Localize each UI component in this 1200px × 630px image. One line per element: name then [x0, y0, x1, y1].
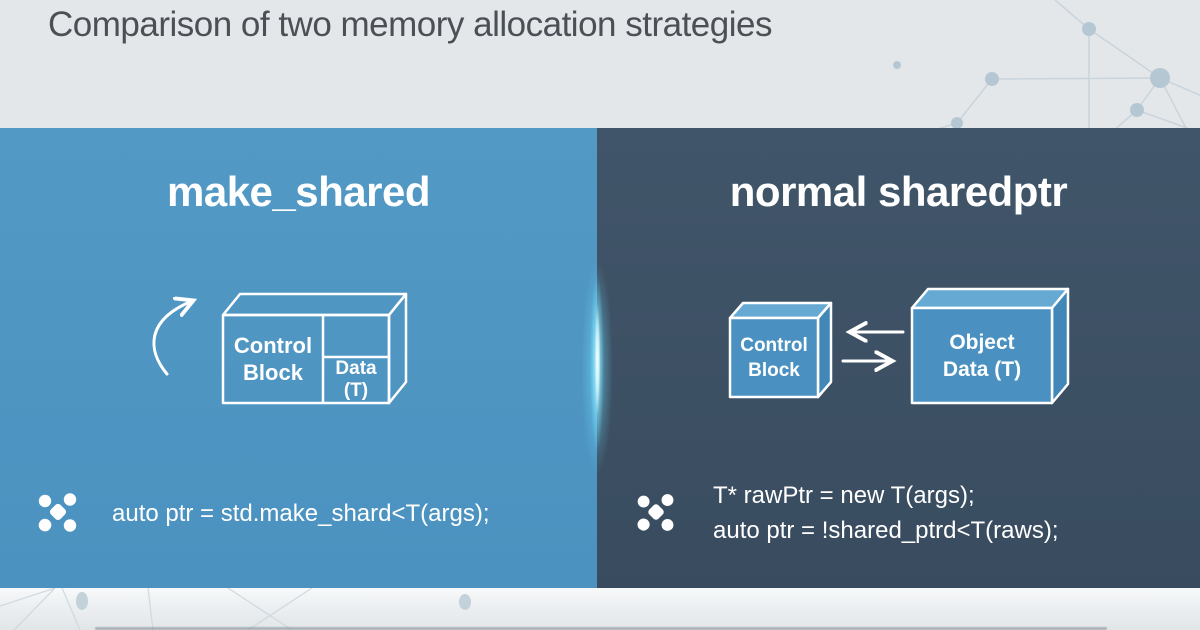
cuboid-top-face	[221, 292, 408, 317]
dots-cluster-icon	[637, 494, 674, 531]
single-block-diagram	[152, 292, 408, 405]
object-box-right-face	[1050, 287, 1070, 405]
make-shared-code-row: auto ptr = std.make_shard<T(args);	[36, 491, 490, 535]
control-cube-right-face	[816, 301, 833, 399]
control-cube-front-face	[728, 316, 820, 399]
header: Comparison of two memory allocation stra…	[0, 0, 1200, 128]
curved-arrow	[152, 301, 192, 376]
sharedptr-code-row: T* rawPtr = new T(args); auto ptr = !sha…	[635, 474, 1059, 552]
cuboid-front-face	[221, 313, 391, 405]
object-box-top-face	[910, 287, 1070, 310]
bottom-strip	[0, 588, 1200, 630]
sharedptr-code-line1: T* rawPtr = new T(args);	[713, 482, 975, 509]
normal-sharedptr-panel: normal sharedptr	[597, 128, 1200, 588]
two-block-diagram	[728, 287, 1070, 405]
page-title: Comparison of two memory allocation stra…	[48, 5, 772, 44]
normal-sharedptr-title: normal sharedptr	[729, 168, 1068, 215]
make-shared-panel: make_shared Control Block Data (	[0, 128, 597, 588]
object-box-front-face	[910, 306, 1054, 405]
sharedptr-code-line2: auto ptr = !shared_ptrd<T(raws);	[713, 517, 1059, 544]
make-shared-code: auto ptr = std.make_shard<T(args);	[112, 499, 490, 527]
network-pattern-decoration	[893, 0, 1200, 128]
bottom-shadow-bar	[95, 627, 1107, 630]
cuboid-right-face	[387, 292, 408, 405]
network-pattern-bottom	[0, 588, 471, 630]
sharedptr-code-lines: T* rawPtr = new T(args); auto ptr = !sha…	[713, 478, 1059, 548]
make-shared-title: make_shared	[166, 168, 431, 215]
dots-cluster-icon	[38, 493, 77, 532]
control-cube-top-face	[728, 301, 833, 320]
